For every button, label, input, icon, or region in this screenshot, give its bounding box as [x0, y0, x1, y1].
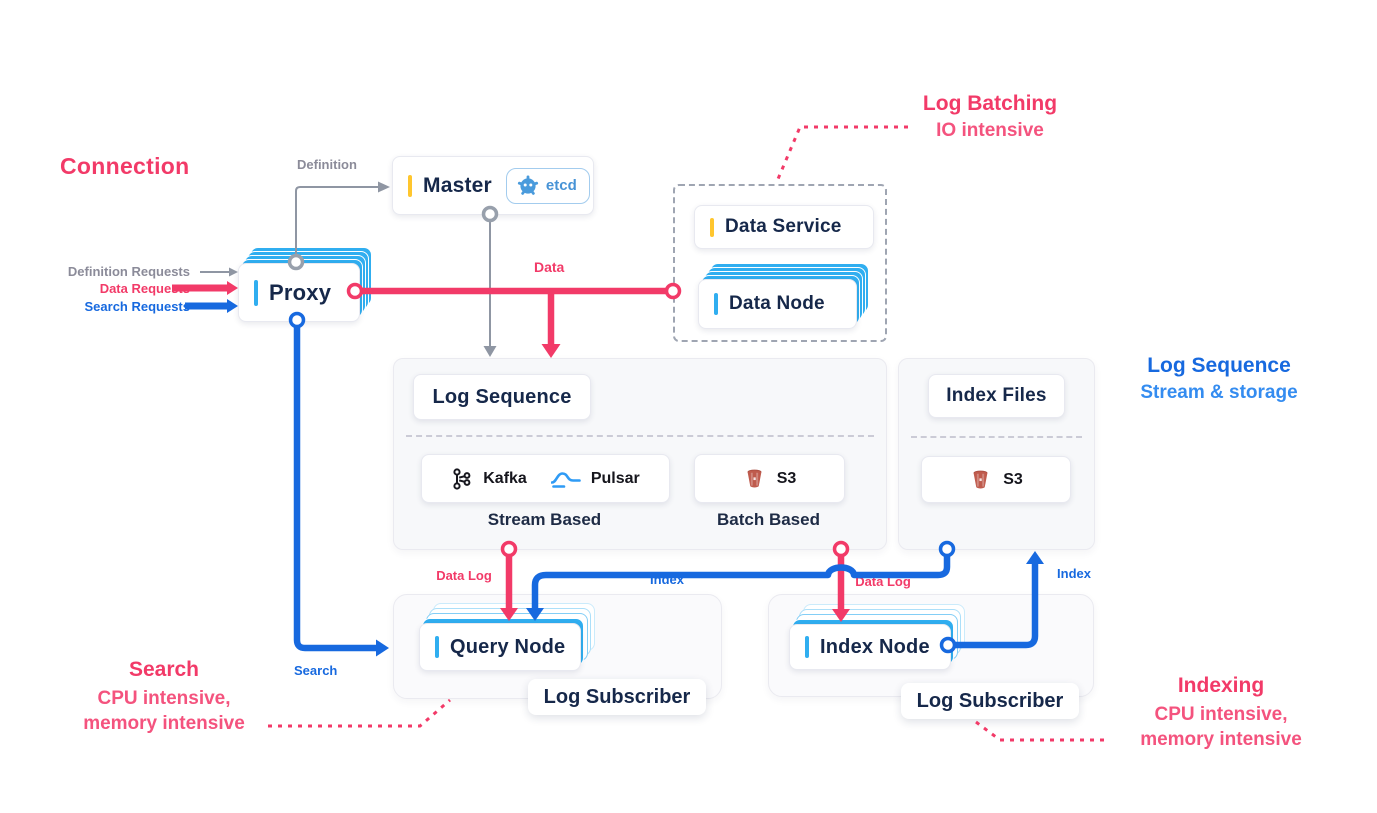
- log-subscriber-label-right: Log Subscriber: [901, 683, 1079, 719]
- proxy-node: Proxy: [238, 247, 372, 322]
- query-node-label: Query Node: [450, 635, 566, 658]
- legend-data-requests: Data Requests: [99, 281, 190, 296]
- legend-definition-requests: Definition Requests: [67, 264, 190, 279]
- panel-divider: [911, 436, 1082, 438]
- pulsar-label: Pulsar: [590, 469, 640, 487]
- log-sequence-label: Log Sequence: [432, 385, 572, 408]
- query-node-card: Query Node: [419, 623, 581, 671]
- index-node-accent-bar: [805, 636, 809, 658]
- index-right-label: Index: [1057, 566, 1091, 581]
- data-edge-label: Data: [534, 259, 565, 275]
- query-subscriber-panel: Query Node Log Subscriber: [393, 594, 722, 715]
- definition-edge-label: Definition: [297, 157, 357, 172]
- s3-stream-card: S3: [694, 454, 845, 503]
- data-log-left-label: Data Log: [436, 568, 492, 583]
- proxy-label: Proxy: [269, 279, 332, 305]
- query-node: Query Node: [419, 603, 597, 673]
- log-batching-group-box: Data Service Data Node: [673, 184, 887, 342]
- data-node: Data Node: [698, 263, 869, 329]
- index-node-label: Index Node: [820, 635, 930, 658]
- index-files-panel: Index Files S3: [898, 358, 1095, 550]
- data-node-label: Data Node: [729, 293, 825, 314]
- connection-title: Connection: [60, 153, 190, 179]
- s3-icon: [747, 469, 762, 488]
- indexing-ann-line1: CPU intensive,: [1154, 704, 1288, 726]
- stream-based-label: Stream Based: [487, 510, 602, 529]
- master-accent-bar: [408, 174, 412, 197]
- log-sequence-ann-subtitle: Stream & storage: [1140, 382, 1298, 404]
- s3-label: S3: [1003, 470, 1023, 488]
- log-batching-subtitle: IO intensive: [936, 120, 1044, 142]
- batch-based-label: Batch Based: [717, 510, 820, 529]
- data-service-accent-bar: [710, 217, 714, 237]
- index-files-card: Index Files: [928, 374, 1065, 418]
- indexing-annotation: Indexing CPU intensive, memory intensive: [1107, 672, 1335, 753]
- search-ann-line2: memory intensive: [83, 712, 245, 734]
- kafka-pulsar-card: Kafka Pulsar: [421, 454, 670, 503]
- master-card: Master etcd: [392, 156, 594, 215]
- s3-icon: [973, 470, 988, 489]
- search-annotation: Search CPU intensive, memory intensive: [50, 656, 278, 737]
- proxy-card: Proxy: [238, 263, 360, 322]
- legend-search-requests: Search Requests: [84, 299, 191, 314]
- data-node-accent-bar: [714, 293, 718, 315]
- index-subscriber-panel: Index Node Log Subscriber: [768, 594, 1094, 719]
- log-batching-title: Log Batching: [922, 92, 1058, 115]
- log-sequence-card: Log Sequence: [413, 374, 591, 420]
- kafka-label: Kafka: [483, 469, 527, 487]
- etcd-label: etcd: [545, 177, 577, 194]
- indexing-ann-title: Indexing: [1177, 674, 1265, 697]
- master-label: Master: [423, 173, 492, 197]
- index-files-label: Index Files: [946, 385, 1047, 406]
- index-node: Index Node: [789, 604, 967, 672]
- search-edge-label: Search: [294, 663, 338, 678]
- log-batching-annotation: Log Batching IO intensive: [875, 90, 1105, 144]
- kafka-icon: [453, 467, 471, 490]
- data-log-right-label: Data Log: [855, 574, 911, 589]
- indexing-ann-line2: memory intensive: [1140, 728, 1302, 750]
- data-service-card: Data Service: [694, 205, 874, 249]
- etcd-gear-icon: [517, 175, 539, 195]
- log-subscriber-label-left: Log Subscriber: [528, 679, 706, 715]
- index-left-label: Index: [650, 572, 684, 587]
- etcd-badge: etcd: [505, 167, 590, 204]
- pulsar-icon: [550, 472, 581, 488]
- log-sequence-annotation: Log Sequence Stream & storage: [1105, 352, 1333, 406]
- data-service-label: Data Service: [725, 216, 842, 237]
- search-ann-title: Search: [128, 658, 200, 681]
- panel-divider: [406, 435, 874, 437]
- proxy-accent-bar: [254, 279, 258, 306]
- s3-label: S3: [776, 469, 797, 487]
- log-sequence-panel: Log Sequence Kafka Pulsar: [393, 358, 887, 550]
- query-node-accent-bar: [435, 636, 439, 658]
- index-node-card: Index Node: [789, 624, 951, 670]
- s3-index-card: S3: [921, 456, 1071, 503]
- log-sequence-ann-title: Log Sequence: [1147, 354, 1291, 377]
- search-ann-line1: CPU intensive,: [97, 688, 231, 710]
- data-node-card: Data Node: [698, 279, 857, 329]
